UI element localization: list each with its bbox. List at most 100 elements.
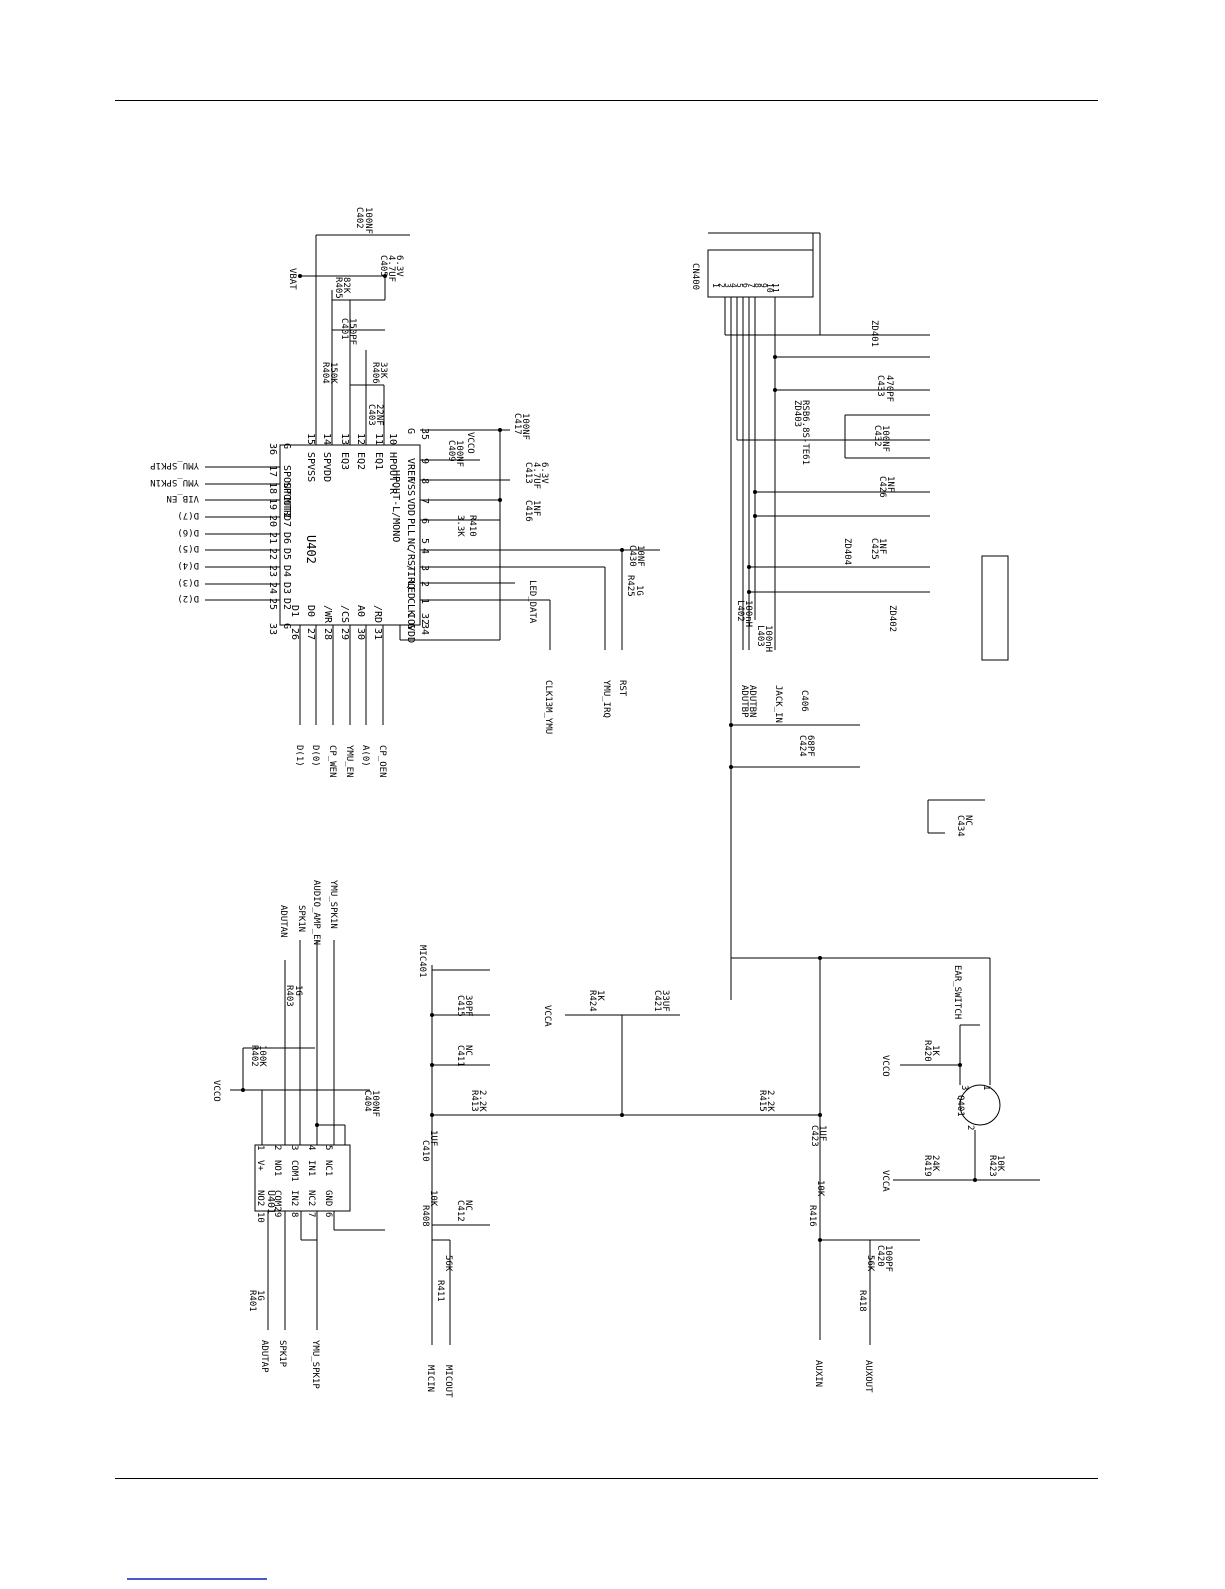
out_d6-label: D(6): [177, 527, 199, 537]
u402-pinnum-top: 14: [321, 433, 332, 445]
u402-pinnum-bottom: 27: [305, 628, 316, 640]
c409_val-label: 100NF: [454, 440, 464, 467]
spk1p-label: SPK1P: [277, 1340, 287, 1368]
c401_val-label: 150PF: [347, 318, 357, 345]
b_ymu_en-label: YMU_EN: [344, 745, 354, 778]
u402-pin-right: VDD: [405, 498, 416, 516]
u402-pinnum-top: 10: [387, 433, 398, 445]
u402-pin-right: IOVDD: [405, 613, 416, 643]
u401-pin-top: NO1: [272, 1160, 282, 1176]
r402-label: R402: [249, 1045, 259, 1067]
u401-pinnum-top: 1: [255, 1145, 265, 1150]
r413-label: R413: [469, 1090, 479, 1112]
u401-pin-top: NC1: [323, 1160, 333, 1176]
u402-pin-right: CLK: [405, 598, 416, 616]
u401-pinnum-top: 2: [272, 1145, 282, 1150]
c420_val-label: 100PF: [883, 1245, 893, 1272]
u401-pin-bottom: IN2: [289, 1190, 299, 1206]
hpout_l-label: HPOUT-L/MONO: [390, 470, 401, 542]
b_a0-label: A(0): [360, 745, 370, 767]
u401-pinnum-bottom: 6: [323, 1212, 333, 1217]
auxout-label: AUXOUT: [863, 1360, 873, 1393]
c430_val-label: 10NF: [635, 545, 645, 567]
audio_amp_en-label: AUDIO_AMP_EN: [311, 880, 321, 945]
u402-pin-bottom: D0: [305, 605, 316, 617]
r408_val-label: 10K: [428, 1190, 438, 1207]
r408-label: R408: [420, 1205, 430, 1227]
r420-label: R420: [922, 1040, 932, 1062]
u402-pinnum-right: 6: [419, 518, 430, 524]
r416-label: R416: [807, 1205, 817, 1227]
c434-label: C434: [955, 815, 965, 837]
c425_val-label: 1NF: [877, 538, 887, 554]
u402-pin-left: SPOUT2: [281, 482, 292, 518]
c405_v-label: 6.3V: [394, 255, 404, 277]
micin-label: MICIN: [425, 1365, 435, 1392]
out_vib_en-label: VIB_EN: [166, 493, 199, 503]
r415_val-label: 2.2K: [765, 1090, 775, 1112]
b_cp_oen-label: CP_OEN: [377, 745, 387, 778]
u402-pin-right: PLL: [405, 518, 416, 536]
q401-pin: 3: [959, 1085, 969, 1090]
u402-pin-bottom: /CS: [339, 605, 350, 623]
ymu_spk1n-label: YMU_SPK1N: [328, 880, 338, 929]
cn400-body: [707, 249, 814, 298]
zd403-label: ZD403: [792, 400, 802, 427]
footer-rule: [115, 1478, 1098, 1479]
c402_val-label: 100NF: [363, 207, 373, 234]
l402-label: L402: [735, 600, 745, 622]
u402-pin-bottom: /WR: [322, 605, 333, 624]
r403-label: R403: [284, 985, 294, 1007]
vcco-top-label: VCCO: [465, 432, 475, 454]
c420-label: C420: [875, 1245, 885, 1267]
out_d2-label: D(2): [177, 593, 199, 603]
u402-pinnum-right: 35: [419, 428, 430, 440]
c433-label: C433: [875, 375, 885, 397]
c417-label: C417: [512, 413, 522, 435]
cn400-pin: 11: [771, 283, 780, 293]
u402-pin-top: SPVSS: [305, 452, 316, 482]
audio-title-box: [981, 555, 1009, 661]
r411-label: R411: [435, 1280, 445, 1302]
zd404-label: ZD404: [842, 538, 852, 565]
u402-pinnum-left: 18: [267, 482, 278, 494]
r420_val-label: 1K: [930, 1045, 940, 1056]
u402-pinnum-right: 9: [419, 458, 430, 464]
r405_val-label: 82K: [341, 277, 351, 294]
r403_val-label: 1G: [293, 985, 303, 996]
c402-label: C402: [354, 207, 364, 229]
footer-link-underline[interactable]: [127, 1578, 267, 1580]
q401-pin: 1: [981, 1085, 991, 1090]
led-data-net-label: LED_DATA: [527, 580, 537, 624]
c415_val-label: 30PF: [463, 995, 473, 1017]
u402-pinnum-right: 32: [419, 613, 430, 625]
u402-pin-right: NC: [405, 538, 416, 550]
cn400-pin: 8: [753, 283, 762, 288]
u402-pin-bottom: D1: [289, 605, 300, 617]
ymu_spk1p-label: YMU_SPK1P: [310, 1340, 320, 1389]
u402-pinnum-left: 22: [267, 548, 278, 560]
c421_val-label: 33UF: [660, 990, 670, 1012]
out_d7-label: D(7): [177, 510, 199, 520]
vbat-label: VBAT: [287, 268, 297, 290]
u402-pin-left: D7: [281, 515, 292, 527]
u401-pinnum-bottom: 7: [306, 1212, 316, 1217]
b_cp_wen-label: CP_WEN: [327, 745, 337, 778]
l403-label: L403: [755, 625, 765, 647]
cn400-pin: 5: [735, 283, 744, 288]
r404_val-label: 150K: [328, 362, 338, 384]
u402-pin-left: D6: [281, 532, 292, 544]
cn400-pin: 6: [741, 283, 750, 288]
cn400-label: CN400: [690, 263, 700, 290]
c423_val-label: 1UF: [817, 1125, 827, 1141]
c416_val-label: 1NF: [531, 500, 541, 516]
u402-pin-right: /IRQ: [405, 565, 416, 589]
r424-label: R424: [587, 990, 597, 1012]
vcco-bottom-label: VCCO: [211, 1080, 221, 1102]
c409-label: C409: [446, 440, 456, 462]
u401-pinnum-bottom: 9: [272, 1212, 282, 1217]
out_ymu_spk1p-label: YMU_SPK1P: [150, 460, 199, 470]
cn400-pin: 4: [729, 283, 738, 288]
cn400-pin: 7: [747, 283, 756, 288]
